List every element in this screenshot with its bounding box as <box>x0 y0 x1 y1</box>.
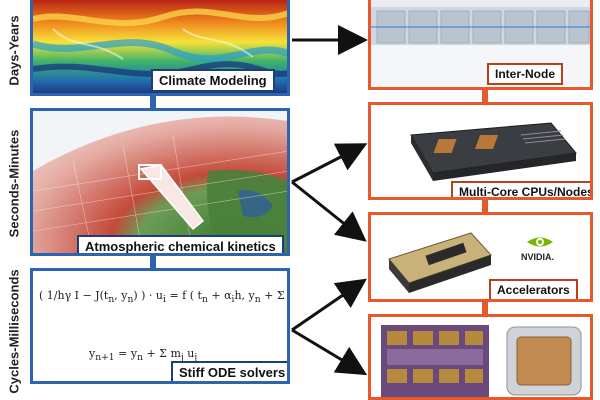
arrow-ode-to-accelerators <box>291 278 367 332</box>
connector-internode-multicore <box>482 90 488 102</box>
stiff-ode-panel: ( 1/hγ I − J(tn, yn) ) · ui = f ( tn + α… <box>30 268 290 384</box>
multicore-panel: Multi-Core CPUs/Nodes <box>368 102 593 200</box>
stiff-ode-caption: Stiff ODE solvers <box>171 361 287 381</box>
chip-panel <box>368 314 593 400</box>
arrow-chemistry-to-multicore <box>291 143 368 184</box>
nvidia-logo-icon <box>523 233 557 251</box>
climate-modeling-panel: Climate Modeling <box>30 0 290 96</box>
climate-modeling-caption: Climate Modeling <box>151 69 275 92</box>
accelerators-caption: Accelerators <box>489 279 578 299</box>
internode-panel: Inter-Node <box>368 0 593 90</box>
chemical-kinetics-panel: Atmospheric chemical kinetics <box>30 108 290 256</box>
accelerators-panel: NVIDIA. Accelerators <box>368 212 593 302</box>
connector-multicore-accel <box>482 200 488 212</box>
multicore-caption: Multi-Core CPUs/Nodes <box>451 181 590 197</box>
ode-equation-1: ( 1/hγ I − J(tn, yn) ) · ui = f ( tn + α… <box>39 289 287 306</box>
connector-middle-bottom <box>150 255 156 269</box>
arrow-chemistry-to-accelerators <box>291 180 367 242</box>
chip-images <box>371 317 590 397</box>
chemical-kinetics-caption: Atmospheric chemical kinetics <box>77 235 284 253</box>
nvidia-brand-label: NVIDIA. <box>521 252 555 262</box>
arrow-ode-to-chip <box>291 328 368 376</box>
ode-equation-2: yn+1 = yn + Σ mj uj <box>89 347 198 364</box>
connector-top-middle <box>150 95 156 109</box>
supercomputer-image <box>371 0 590 87</box>
globe-grid-image <box>33 111 287 253</box>
internode-caption: Inter-Node <box>487 63 563 85</box>
connector-accel-chip <box>482 300 488 314</box>
